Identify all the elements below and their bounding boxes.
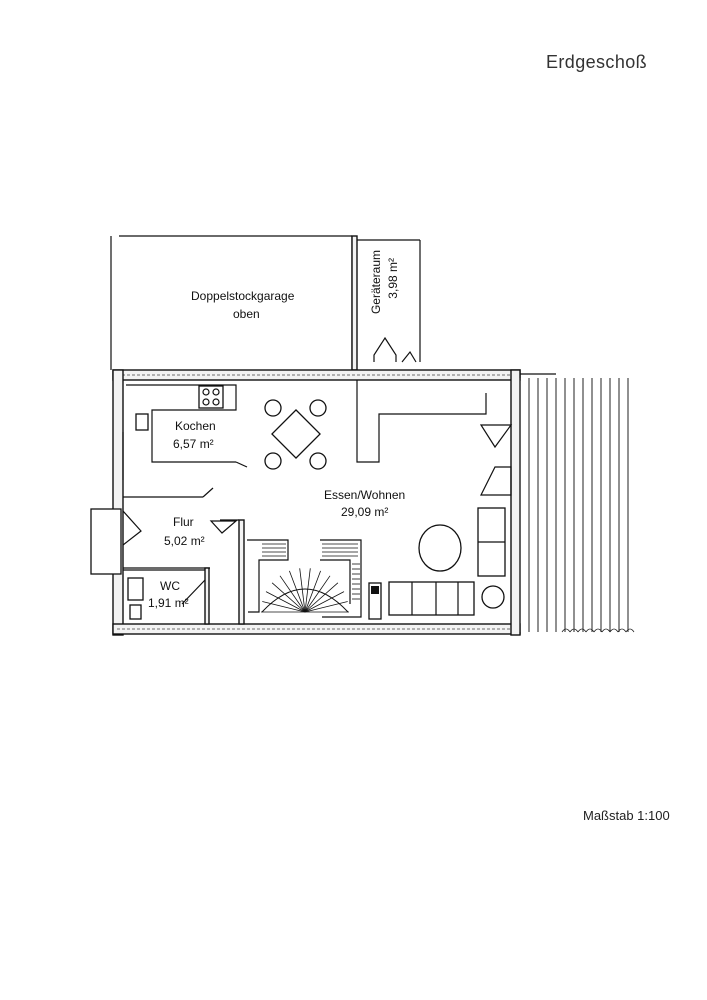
stair-tread — [271, 582, 306, 613]
stair-tread — [304, 575, 331, 613]
hall-area: 5,02 m² — [164, 534, 205, 548]
stair-tread — [304, 582, 339, 613]
terrace-door — [479, 424, 513, 496]
terrace-edge-mark — [617, 628, 627, 633]
terrace-edge-mark — [577, 628, 587, 633]
coffee-table — [418, 524, 462, 572]
kitchen: Kochen 6,57 m² — [126, 384, 248, 468]
side-table — [481, 585, 505, 609]
scale-label: Maßstab 1:100 — [583, 808, 670, 823]
entrance-step — [90, 508, 122, 575]
wc-area: 1,91 m² — [148, 596, 189, 610]
terrace-door-swing-lower — [480, 466, 512, 496]
hall-door-swing — [209, 520, 238, 534]
washbasin-icon — [129, 604, 142, 620]
page-title: Erdgeschoß — [546, 52, 648, 72]
stair-tread — [265, 591, 306, 613]
stair-tread — [304, 570, 321, 613]
terrace-edge-mark — [609, 628, 619, 633]
wc-fixtures — [127, 577, 144, 620]
storage-name: Geräteraum — [369, 250, 383, 314]
stair-inner-right — [320, 559, 351, 604]
entrance-door-swing — [122, 510, 142, 546]
stair-treads — [261, 543, 360, 613]
counter-end — [235, 461, 248, 468]
terrace-door-swing-upper — [479, 424, 513, 449]
hall-name: Flur — [173, 515, 194, 529]
dining-set — [264, 399, 327, 470]
partition-wall — [356, 380, 487, 463]
storage-door-swing — [373, 336, 417, 363]
garage-name: Doppelstockgarage — [191, 289, 295, 303]
storage-left-wall — [351, 235, 358, 371]
l-partition — [356, 380, 487, 463]
dining-table — [271, 409, 321, 459]
kitchen-door-swing — [202, 487, 214, 498]
left-wall — [112, 369, 124, 636]
interior-walls — [122, 487, 245, 625]
burner-icon — [212, 388, 220, 396]
storage-area: 3,98 m² — [386, 258, 400, 299]
burner-icon — [202, 388, 210, 396]
entrance-porch — [90, 432, 124, 575]
sofa-bottom — [388, 581, 475, 616]
terrace-edge-mark — [561, 628, 571, 633]
terrace-edge-mark — [593, 628, 603, 633]
right-wall — [510, 369, 521, 636]
cooktop — [198, 385, 224, 409]
toilet-icon — [127, 577, 144, 601]
sink-icon — [135, 413, 149, 431]
kitchen-name: Kochen — [175, 419, 216, 433]
stair-tread — [262, 601, 306, 613]
stair-tread — [289, 570, 306, 613]
chair-icon — [309, 452, 327, 470]
kitchen-area: 6,57 m² — [173, 437, 214, 451]
wc-right-wall — [204, 567, 210, 625]
chair-icon — [264, 452, 282, 470]
burner-icon — [212, 398, 220, 406]
terrace-edge-mark — [569, 628, 579, 633]
living-furniture: Essen/Wohnen 29,09 m² — [324, 488, 506, 620]
stair-outline-left — [247, 539, 289, 613]
stair-tread — [304, 601, 348, 613]
terrace-edge-mark — [585, 628, 595, 633]
terrace-edge-mark — [601, 628, 611, 633]
wc-name: WC — [160, 579, 180, 593]
stair-tread — [279, 575, 306, 613]
stair-curve — [261, 588, 349, 613]
burner-icon — [202, 398, 210, 406]
terrace-decking — [519, 373, 635, 633]
stair-tread — [304, 568, 311, 613]
wc-door-swing — [181, 579, 206, 605]
stove-icon — [371, 586, 379, 594]
terrace-edge-mark — [625, 628, 635, 633]
living-name: Essen/Wohnen — [324, 488, 405, 502]
stair-tread — [304, 591, 345, 613]
garage-note: oben — [233, 307, 260, 321]
chair-icon — [264, 399, 282, 417]
living-area: 29,09 m² — [341, 505, 388, 519]
stair-tread — [299, 568, 306, 613]
kitchen-counter — [126, 384, 237, 463]
stair-outline-right — [320, 539, 362, 618]
chair-icon — [309, 399, 327, 417]
staircase — [247, 539, 362, 618]
hall-stair-wall — [238, 519, 245, 625]
